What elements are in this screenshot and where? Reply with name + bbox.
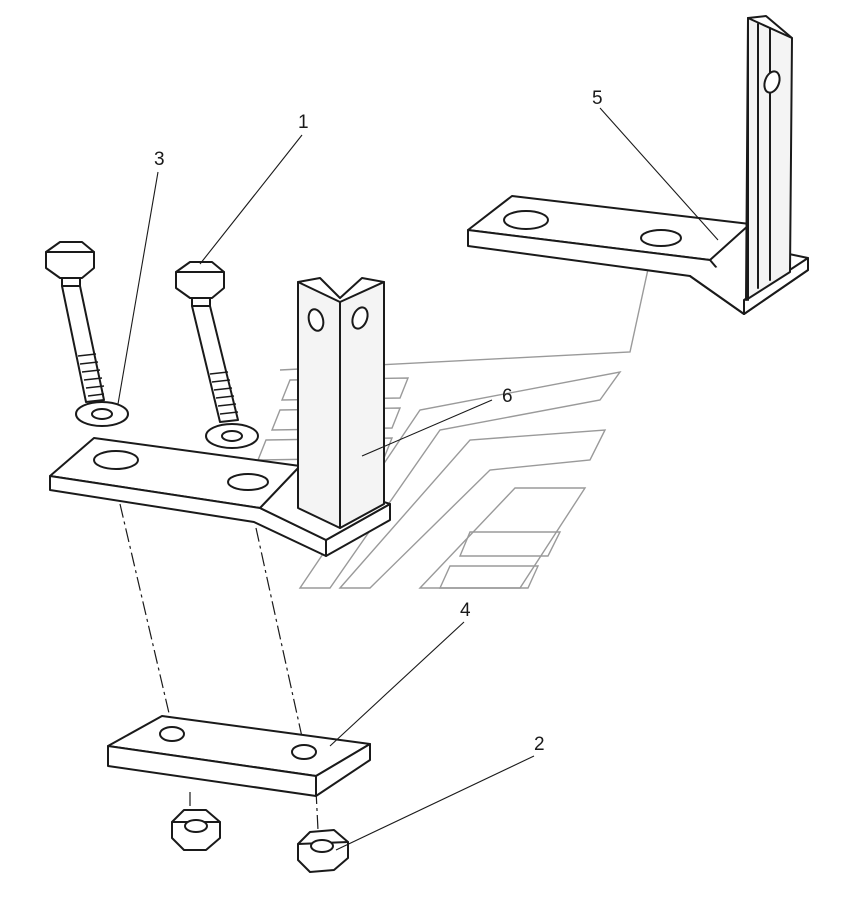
- nut-part-2: [297, 829, 349, 873]
- callout-2: 2: [534, 734, 545, 755]
- leader-lines: [117, 107, 719, 851]
- washer-part-3: [75, 401, 129, 427]
- callout-6: 6: [502, 386, 513, 407]
- callout-3: 3: [154, 149, 165, 170]
- bracket-part-5: [467, 15, 809, 315]
- plate-part-4: [107, 715, 371, 797]
- callout-5: 5: [592, 88, 603, 109]
- bolt-left: [45, 241, 105, 403]
- washer-center: [205, 423, 259, 449]
- bracket-part-6: [49, 277, 391, 557]
- nut-left: [171, 809, 221, 851]
- bolt-part-1: [175, 261, 239, 423]
- callout-1: 1: [298, 112, 309, 133]
- callout-4: 4: [460, 600, 471, 621]
